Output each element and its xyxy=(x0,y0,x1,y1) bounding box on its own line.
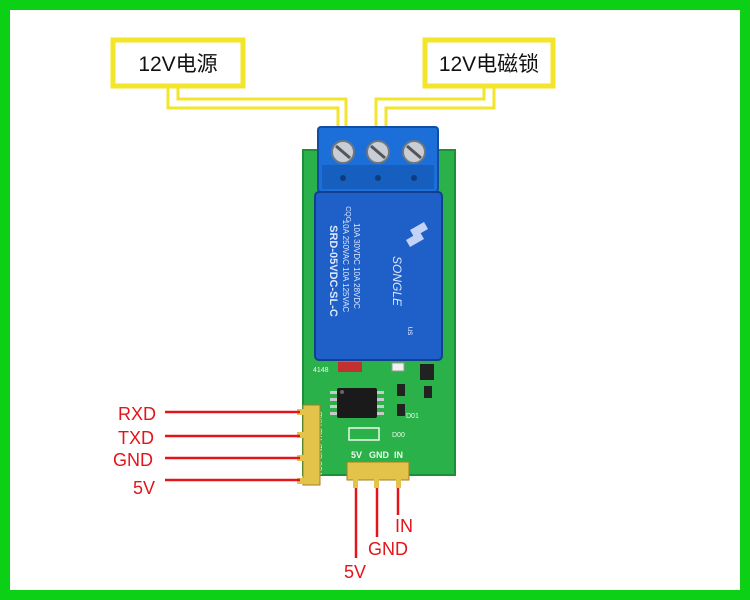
ic-legs xyxy=(330,391,384,415)
bottom-vcc-label: 5V xyxy=(344,562,366,582)
songle-logo-icon xyxy=(406,222,428,247)
relay-brand: SONGLE xyxy=(390,256,404,307)
terminal-screw-1 xyxy=(331,140,355,164)
led xyxy=(391,362,405,372)
vcc-label: 5V xyxy=(133,478,155,498)
ic-pin1-dot xyxy=(340,390,344,394)
relay-body xyxy=(314,191,443,361)
txd-label: TXD xyxy=(118,428,154,448)
terminal-hole-1 xyxy=(340,175,346,181)
silk-gnd: GND xyxy=(369,450,390,460)
relay-cert: CQC xyxy=(344,206,351,222)
terminal-hole-3 xyxy=(411,175,417,181)
power-wire-inner xyxy=(176,86,348,150)
in-label: IN xyxy=(395,516,413,536)
silk-4148: 4148 xyxy=(313,367,329,374)
resistor-1 xyxy=(397,384,405,396)
d00-led xyxy=(348,427,380,441)
lock-label: 12V电磁锁 xyxy=(439,53,539,76)
power-wire-outer xyxy=(166,86,340,150)
rxd-label: RXD xyxy=(118,404,156,424)
terminal-screw-3 xyxy=(402,140,426,164)
silk-in: IN xyxy=(394,450,403,460)
silk-d01: D01 xyxy=(406,413,419,420)
left-pin-header xyxy=(297,404,321,486)
ic-chip xyxy=(337,388,377,418)
diode-4148 xyxy=(338,362,362,372)
relay-rating-1: 10A 250VAC 10A 125VAC xyxy=(341,220,350,313)
lock-label-box xyxy=(422,37,556,89)
relay-ul: us xyxy=(406,327,415,335)
silk-5v: 5V xyxy=(351,450,362,460)
gnd-label: GND xyxy=(113,450,153,470)
power-label: 12V电源 xyxy=(138,53,217,76)
transistor xyxy=(420,364,434,380)
terminal-screw-2 xyxy=(366,140,390,164)
terminal-hole-2 xyxy=(375,175,381,181)
resistor-2 xyxy=(397,404,405,416)
relay-markings: SRD-05VDC-SL-C 10A 250VAC 10A 125VAC 10A… xyxy=(327,206,415,335)
bottom-pin-header xyxy=(346,461,410,488)
resistor-3 xyxy=(424,386,432,398)
silk-d00: D00 xyxy=(392,432,405,439)
bottom-gnd-label: GND xyxy=(368,539,408,559)
lock-wire-inner xyxy=(374,86,486,150)
relay-rating-2: 10A 30VDC 10A 28VDC xyxy=(352,223,361,309)
relay-model: SRD-05VDC-SL-C xyxy=(327,225,339,317)
